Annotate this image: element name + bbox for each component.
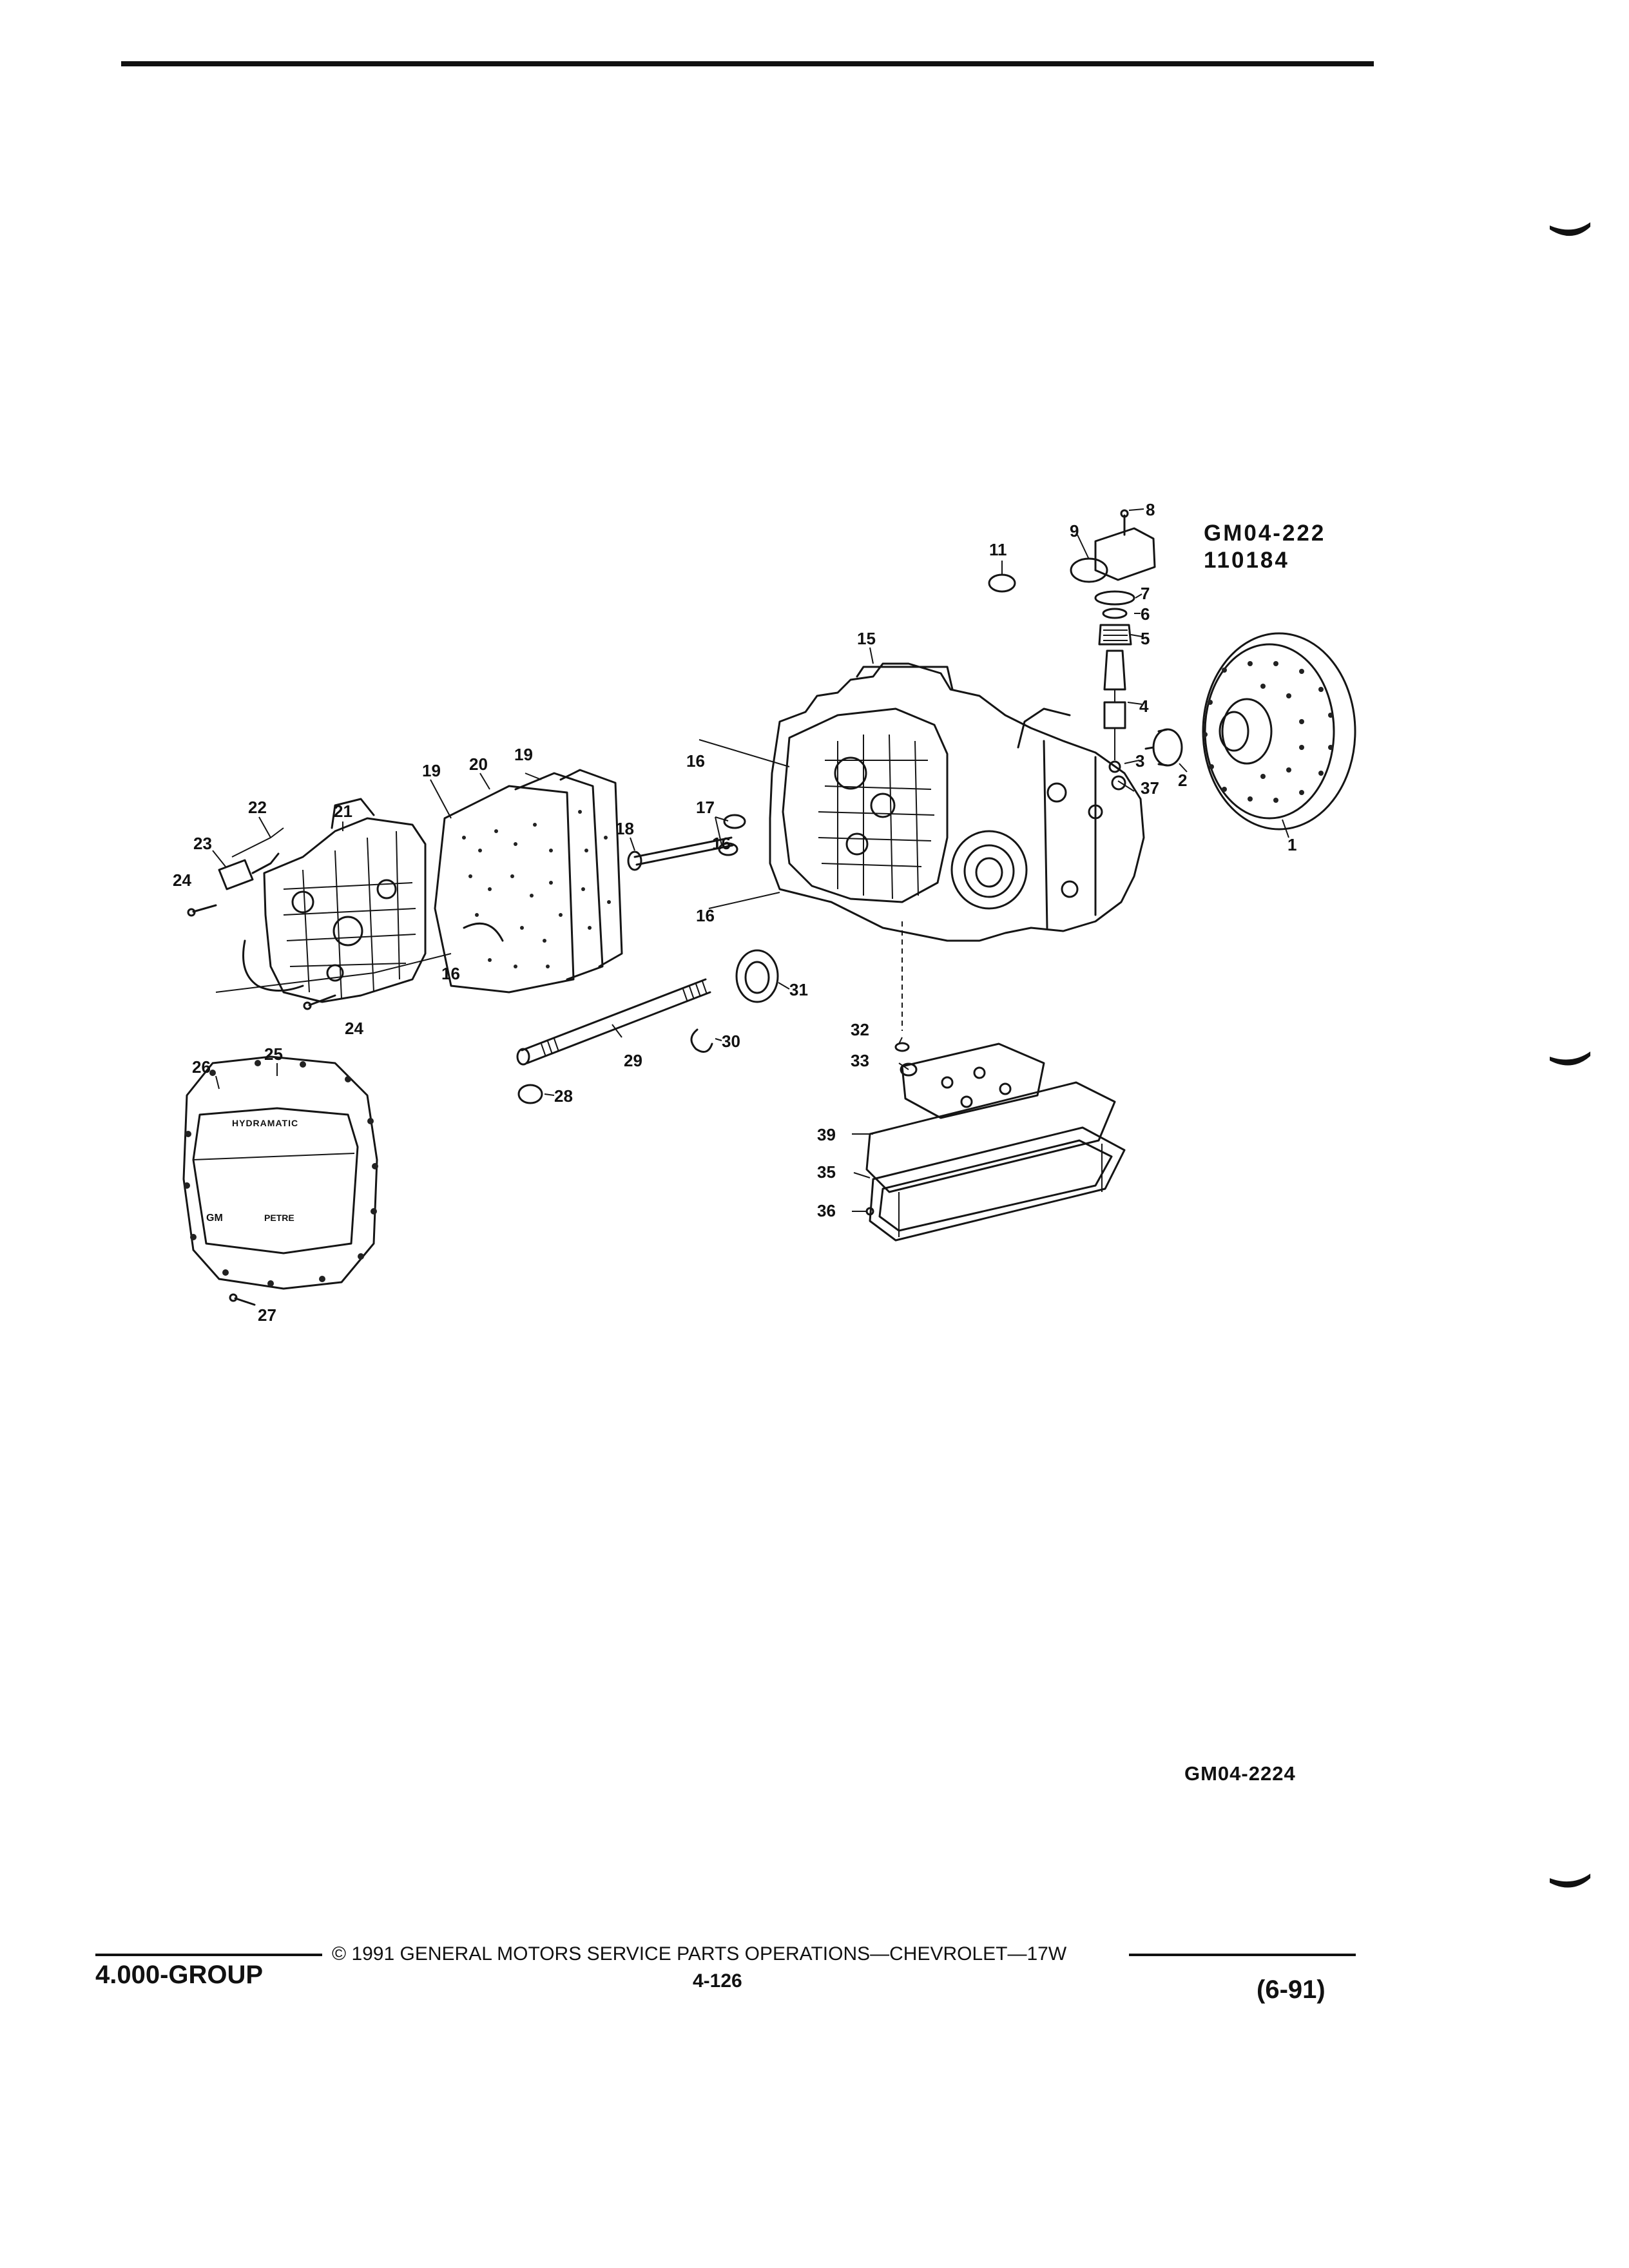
page-number: 4-126	[693, 1970, 742, 1992]
callout-20: 20	[469, 754, 488, 774]
callout-16-right: 16	[712, 834, 731, 853]
edge-mark-middle	[1550, 1052, 1590, 1066]
callout-37: 37	[1141, 778, 1159, 798]
solenoid	[218, 827, 284, 890]
axle-seal	[735, 949, 779, 1003]
figure-code: GM04-222	[1204, 521, 1326, 546]
copyright-line: © 1991 GENERAL MOTORS SERVICE PARTS OPER…	[332, 1943, 1067, 1965]
cover-left-logo: GM	[206, 1213, 223, 1224]
callout-19-left: 19	[422, 761, 441, 780]
callout-3: 3	[1135, 751, 1144, 771]
torque-converter	[1202, 632, 1356, 831]
footer-rule-left	[95, 1954, 322, 1956]
callout-31: 31	[789, 980, 808, 999]
callout-19-right: 19	[514, 745, 533, 764]
callout-9: 9	[1070, 521, 1079, 541]
converter-rivets	[1202, 661, 1333, 803]
callout-29: 29	[624, 1051, 642, 1070]
callout-24-lower: 24	[345, 1019, 363, 1038]
callout-16-top: 16	[686, 751, 705, 771]
bolt-24-lower	[308, 994, 336, 1006]
callout-18: 18	[615, 819, 634, 838]
top-rule	[121, 61, 1374, 66]
governor-assembly	[1070, 509, 1156, 791]
callout-7: 7	[1141, 584, 1150, 603]
o-ring-11	[988, 573, 1016, 593]
callout-35: 35	[817, 1162, 836, 1182]
callout-27: 27	[258, 1305, 276, 1325]
figure-number: 110184	[1204, 548, 1289, 573]
callout-32: 32	[851, 1020, 869, 1039]
callout-25: 25	[264, 1044, 283, 1064]
callout-6: 6	[1141, 604, 1150, 624]
callout-8: 8	[1146, 500, 1155, 519]
bolt-27	[234, 1297, 256, 1306]
edge-mark-bottom	[1550, 1874, 1590, 1888]
plate-holes	[462, 810, 611, 968]
callout-23: 23	[193, 834, 212, 853]
callout-11: 11	[989, 540, 1007, 559]
transaxle-case	[769, 662, 1145, 942]
callout-21: 21	[334, 802, 352, 821]
callout-33: 33	[851, 1051, 869, 1070]
o-ring-28	[517, 1084, 543, 1104]
cover-brand-label: HYDRAMATIC	[232, 1118, 298, 1128]
side-cover	[182, 1055, 378, 1290]
bolt-18	[627, 836, 734, 871]
callout-labels: 1 2 3 4 5 6 7 8 9 11 15 16 16 16 16 17 1…	[173, 500, 1296, 1325]
callout-4: 4	[1139, 697, 1149, 716]
callout-16-middle: 16	[696, 906, 715, 925]
footer-rule-right	[1129, 1954, 1356, 1956]
input-shaft	[516, 978, 711, 1066]
callout-39: 39	[817, 1125, 836, 1144]
callout-28: 28	[554, 1086, 573, 1106]
revision-label: (6-91)	[1257, 1975, 1325, 2004]
bolt-24-upper	[192, 904, 217, 913]
cover-right-logo: PETRE	[264, 1213, 294, 1223]
oil-pan	[869, 1126, 1126, 1242]
group-label: 4.000-GROUP	[95, 1961, 264, 1989]
callout-17: 17	[696, 798, 715, 817]
callout-1: 1	[1287, 835, 1296, 854]
bottom-figure-code: GM04-2224	[1184, 1762, 1296, 1785]
edge-mark-top	[1550, 222, 1590, 236]
dowel-pins-17	[718, 814, 746, 856]
callout-2: 2	[1178, 771, 1187, 790]
seal-32	[894, 1042, 910, 1052]
snap-ring-30	[690, 1028, 713, 1053]
converter-seal	[1144, 728, 1183, 767]
callout-26: 26	[192, 1057, 211, 1077]
callout-24-upper: 24	[173, 870, 191, 890]
cover-bolt-holes	[184, 1060, 378, 1287]
callout-22: 22	[248, 798, 267, 817]
leader-lines	[212, 508, 1289, 1212]
callout-16-plate: 16	[441, 964, 460, 983]
spacer-plates	[434, 769, 623, 994]
callout-5: 5	[1141, 629, 1150, 648]
callout-15: 15	[857, 629, 876, 648]
valve-body	[242, 798, 427, 1003]
oil-filter	[900, 1043, 1045, 1119]
callout-36: 36	[817, 1201, 836, 1220]
callout-30: 30	[722, 1032, 740, 1051]
pan-gasket	[865, 1081, 1116, 1193]
